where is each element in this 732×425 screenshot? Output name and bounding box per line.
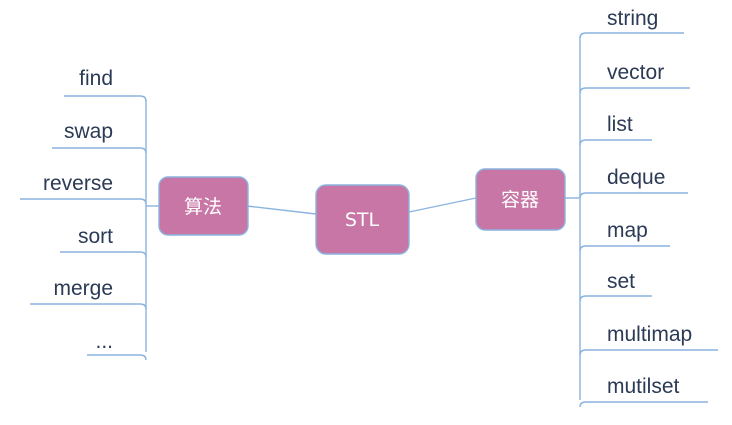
algorithm-leaf-label: merge [53, 277, 113, 300]
container-leaf-label: multimap [607, 323, 692, 346]
containers-node[interactable]: 容器 [475, 168, 566, 231]
algorithm-leaf-label: sort [78, 225, 113, 248]
container-leaf-label: vector [607, 61, 664, 84]
algorithm-leaf-underline [30, 303, 147, 310]
container-leaf-underline [579, 139, 652, 146]
algorithm-leaf-underline [60, 251, 147, 258]
container-leaf-list: string vector list deque map set multimap mutil… [579, 7, 718, 408]
container-leaf-label: map [607, 219, 648, 242]
container-leaf-label: mutilset [607, 375, 680, 398]
algorithm-leaf-underline [20, 198, 147, 205]
stl-node[interactable]: STL [315, 184, 410, 255]
container-leaf-underline [579, 32, 684, 39]
algorithm-leaf-label: ... [95, 330, 113, 353]
algorithms-node[interactable]: 算法 [158, 176, 249, 236]
algorithm-leaf-list: find swap reverse sort merge... [20, 67, 147, 361]
container-leaf-underline [579, 87, 690, 94]
container-leaf-label: list [607, 113, 633, 136]
container-leaf-underline [579, 401, 708, 408]
connector-stl-containers [408, 197, 477, 213]
stl-node-label: STL [345, 209, 380, 231]
algorithm-leaf-label: find [79, 67, 113, 90]
connector-algorithms-stl [246, 205, 317, 215]
algorithm-leaf-underline [87, 354, 147, 361]
container-leaf-label: string [607, 7, 658, 30]
container-leaf-underline [579, 349, 718, 356]
algorithm-leaf-label: reverse [43, 172, 113, 195]
algorithm-leaf-underline [52, 147, 147, 154]
algorithm-leaf-label: swap [64, 120, 113, 143]
container-leaf-underline [579, 192, 688, 199]
container-leaf-label: set [607, 270, 635, 293]
algorithm-leaf-underline [64, 95, 147, 102]
container-leaf-underline [579, 245, 670, 252]
container-leaf-label: deque [607, 166, 665, 189]
algorithms-node-label: 算法 [184, 196, 222, 218]
container-leaf-underline [579, 295, 652, 302]
containers-node-label: 容器 [501, 189, 539, 211]
